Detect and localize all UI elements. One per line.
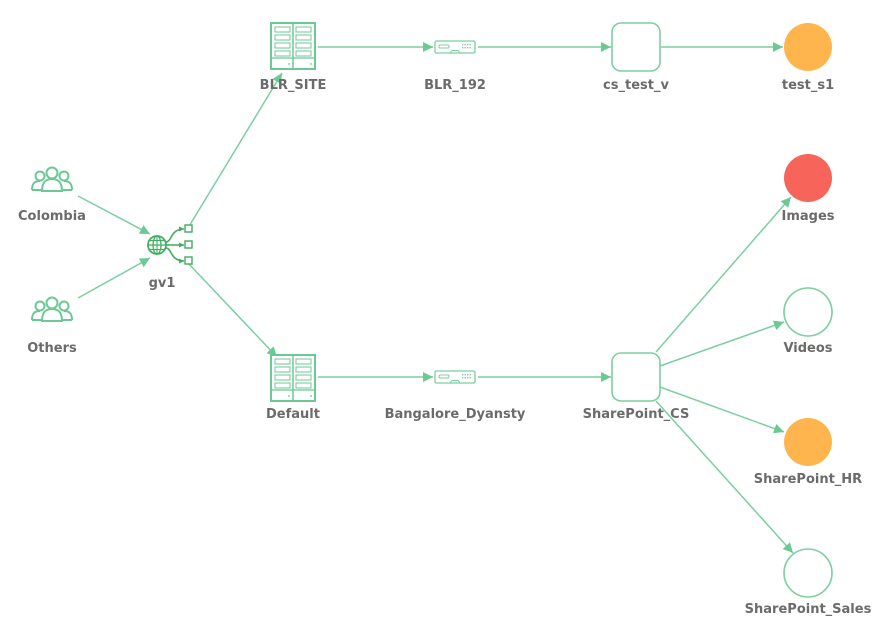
circle-icon bbox=[783, 548, 833, 598]
node-label: Others bbox=[27, 341, 77, 356]
globe-network-icon bbox=[147, 224, 193, 265]
node-images[interactable]: Images bbox=[781, 154, 835, 224]
edge-gv1-to-blr_site[interactable] bbox=[187, 72, 283, 229]
node-colombia[interactable]: Colombia bbox=[18, 166, 86, 225]
node-label: Images bbox=[781, 209, 834, 224]
network-switch-icon bbox=[434, 40, 476, 54]
server-rack-icon bbox=[270, 354, 316, 402]
node-blr-192[interactable]: BLR_192 bbox=[424, 40, 486, 93]
users-icon bbox=[31, 166, 73, 192]
circle-icon bbox=[784, 23, 832, 71]
circle-icon bbox=[783, 287, 833, 337]
rounded-square-icon bbox=[611, 22, 661, 72]
node-sharepoint-sales[interactable]: SharePoint_Sales bbox=[745, 548, 872, 617]
users-icon bbox=[31, 296, 73, 322]
edge-sharepoint_cs-to-images[interactable] bbox=[655, 196, 792, 353]
node-label: Videos bbox=[783, 341, 832, 356]
edge-others-to-gv1[interactable] bbox=[77, 257, 151, 299]
node-label: BLR_192 bbox=[424, 78, 486, 93]
node-label: Colombia bbox=[18, 209, 86, 224]
node-sharepoint-cs[interactable]: SharePoint_CS bbox=[583, 352, 690, 422]
server-rack-icon bbox=[270, 22, 316, 70]
network-switch-icon bbox=[434, 370, 476, 384]
node-label: Bangalore_Dyansty bbox=[385, 407, 526, 422]
node-others[interactable]: Others bbox=[27, 296, 77, 357]
node-label: gv1 bbox=[149, 276, 176, 291]
node-label: cs_test_v bbox=[603, 78, 669, 93]
edge-sharepoint_cs-to-videos[interactable] bbox=[659, 320, 785, 367]
node-blr-site[interactable]: BLR_SITE bbox=[260, 22, 327, 93]
node-sharepoint-hr[interactable]: SharePoint_HR bbox=[754, 418, 862, 487]
edge-sharepoint_cs-to-sharepoint_sales[interactable] bbox=[655, 400, 794, 554]
edges-layer bbox=[77, 42, 794, 554]
node-bangalore-dyansty[interactable]: Bangalore_Dyansty bbox=[385, 370, 526, 422]
node-label: SharePoint_Sales bbox=[745, 602, 872, 617]
node-label: Default bbox=[266, 407, 320, 422]
node-default[interactable]: Default bbox=[266, 354, 320, 422]
circle-icon bbox=[784, 418, 832, 466]
node-videos[interactable]: Videos bbox=[783, 287, 833, 356]
edge-gv1-to-default[interactable] bbox=[187, 262, 278, 358]
circle-icon bbox=[784, 154, 832, 202]
node-label: BLR_SITE bbox=[260, 78, 327, 93]
rounded-square-icon bbox=[611, 352, 661, 402]
edge-sharepoint_cs-to-sharepoint_hr[interactable] bbox=[659, 386, 785, 434]
node-label: test_s1 bbox=[782, 78, 834, 93]
node-cs-test-v[interactable]: cs_test_v bbox=[603, 22, 669, 93]
node-label: SharePoint_HR bbox=[754, 472, 862, 487]
node-label: SharePoint_CS bbox=[583, 407, 690, 422]
edge-colombia-to-gv1[interactable] bbox=[77, 195, 151, 235]
node-gv1[interactable]: gv1 bbox=[147, 224, 193, 291]
node-test-s1[interactable]: test_s1 bbox=[782, 23, 834, 93]
